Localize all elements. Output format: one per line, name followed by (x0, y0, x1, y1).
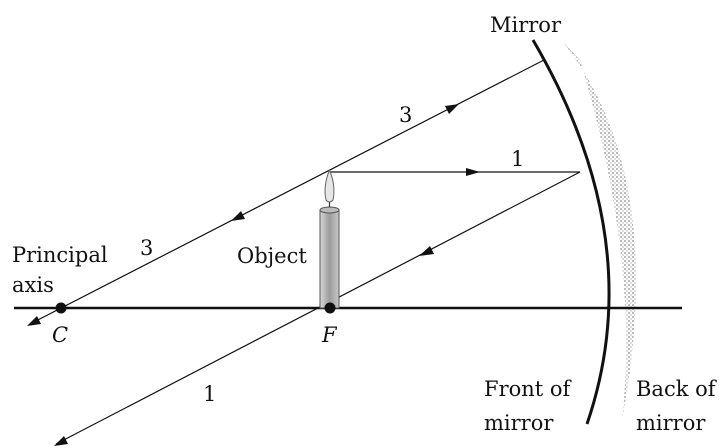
ray-3-end-arrowhead (27, 316, 41, 326)
candle-body (319, 209, 340, 309)
candle-top (319, 206, 340, 214)
principal-axis-label-line2: axis (12, 273, 54, 297)
ray-1-end-arrowhead (54, 436, 68, 446)
ray-3-lower-label: 3 (140, 236, 153, 260)
back-of-mirror-label-line2: mirror (636, 411, 706, 435)
ray-1-incident-arrow (466, 168, 480, 176)
ray-3-upper-label: 3 (399, 103, 412, 127)
front-of-mirror-label-line1: Front of (484, 377, 573, 401)
ray-1-upper-label: 1 (511, 147, 524, 171)
ray-3-reflected-arrow (231, 211, 245, 221)
principal-axis-label-line1: Principal (12, 243, 108, 267)
front-of-mirror-label-line2: mirror (484, 411, 554, 435)
center-of-curvature-dot (55, 302, 67, 314)
ray-3-incident-arrow (445, 104, 459, 114)
focal-point-label: F (321, 323, 338, 347)
ray-3-incident (29, 59, 545, 325)
ray-1-lower-label: 1 (203, 382, 216, 406)
mirror-label: Mirror (490, 13, 562, 37)
center-of-curvature-label: C (52, 323, 68, 347)
ray-1-reflected (55, 171, 581, 445)
candle-flame (324, 168, 335, 203)
mirror-surface (531, 39, 611, 425)
focal-point-dot (324, 302, 336, 314)
mirror-back-shading (563, 42, 637, 420)
back-of-mirror-label-line1: Back of (636, 377, 718, 401)
ray-1-reflected-arrow (419, 246, 434, 256)
object-label: Object (237, 244, 307, 268)
